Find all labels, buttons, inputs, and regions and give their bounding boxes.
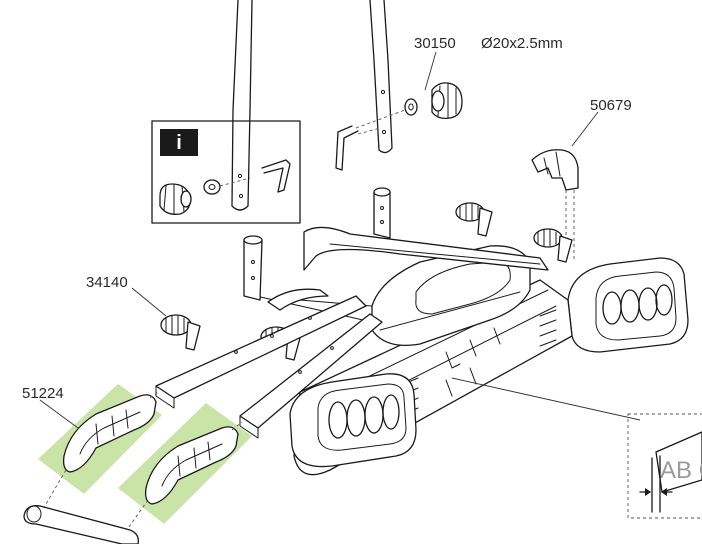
wheel-holder-right [144,426,239,505]
info-box: i [151,120,301,224]
frame-post-right [373,187,391,239]
leader-plate [451,377,641,421]
label-50679: 50679 [590,97,632,114]
strap-center-top [455,202,493,237]
label-30150-spec: Ø20x2.5mm [481,35,563,52]
leader-51224 [39,399,79,429]
frame-post-left [243,235,263,301]
carrier-frame [255,226,689,476]
label-51224: 51224 [22,385,64,402]
info-badge-text: i [176,132,182,154]
plate-detail-inset: AB C [627,413,702,519]
plate-text: AB C [660,457,702,484]
fold-arm [267,288,329,311]
leader-34140 [131,287,167,317]
light-right-3 [638,287,658,321]
washer-30150 [404,98,418,116]
leader-50679 [571,111,599,147]
u-bolt-top [335,125,359,171]
strap-right [533,228,573,263]
end-bar [23,505,139,544]
strap-34140 [160,314,201,351]
light-left-4 [382,394,400,430]
clip-50679 [531,149,579,191]
rail-tube-right [239,313,383,439]
leader-30150 [424,51,437,91]
wheel-holder-left [62,394,157,473]
info-badge [160,129,198,156]
light-right-4 [655,284,673,316]
mast-tube-right [369,0,393,154]
info-u-clip-icon [261,159,291,193]
info-washer-icon [203,179,221,195]
label-30150: 30150 [414,35,456,52]
knob-30150 [431,82,463,120]
mast-tube-left [231,0,253,211]
label-34140: 34140 [86,274,128,291]
rail-tube-left [155,295,367,409]
